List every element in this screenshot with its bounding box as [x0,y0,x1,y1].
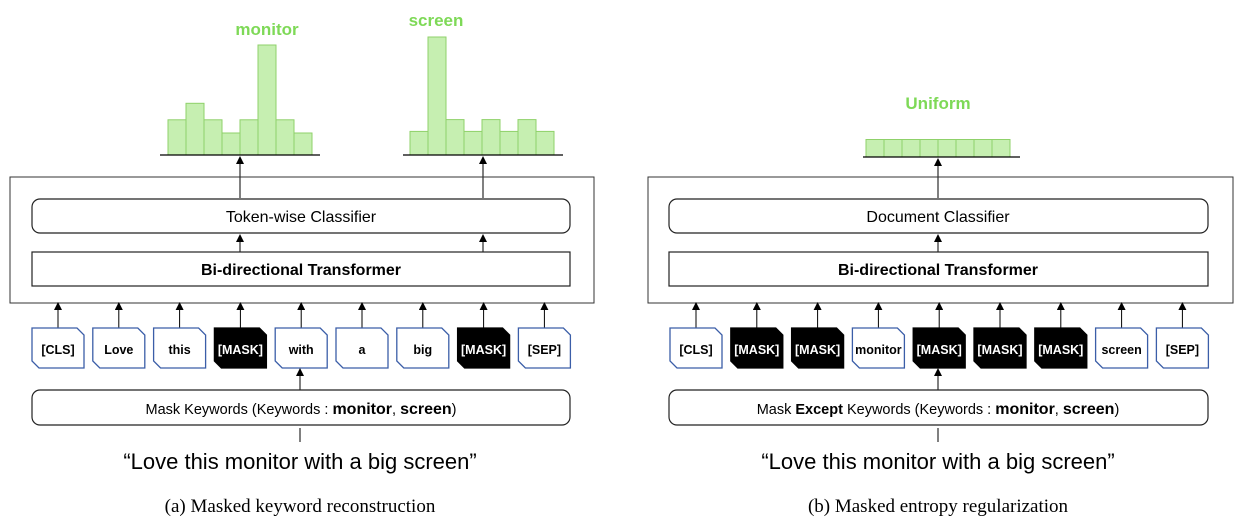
mask-except-box [668,389,1209,426]
histogram-uniform-bar-4 [919,139,939,158]
top-label-screen: screen [409,11,464,30]
histogram-monitor-bar-8 [293,132,313,156]
document-classifier-label: Document Classifier [866,209,1010,226]
b-token-box-5 [912,327,966,369]
a-token-label-4: [MASK] [218,343,263,357]
token-row-a: [CLS] Love this [MASK] with a big [MASK] [SEP] [31,302,572,369]
document-classifier-box [668,198,1209,234]
histogram-uniform-bar-6 [955,139,975,158]
caption-b: (b) Masked entropy regularization [808,496,1069,517]
b-token-label-5: [MASK] [917,343,962,357]
token-row-b: [CLS] [MASK] [MASK] monitor [MASK] [MASK] [MAS… [669,302,1210,369]
top-label-monitor: monitor [235,20,299,39]
b-token-box-6 [973,327,1027,369]
b-token-label-8: screen [1101,343,1141,357]
a-token-label-2: Love [104,343,133,357]
transformer-box-b [668,251,1209,287]
histogram-monitor-bar-3 [203,119,223,156]
histogram-screen-bar-1 [409,130,429,156]
histogram-monitor-bar-5 [239,119,259,156]
token-classifier-box [31,198,571,234]
b-token-box-7 [1034,327,1088,369]
b-token-label-9: [SEP] [1166,343,1199,357]
b-token-box-3 [790,327,845,369]
sentence-a: “Love this monitor with a big screen” [123,449,476,474]
b-token-label-6: [MASK] [977,343,1022,357]
b-token-label-2: [MASK] [734,343,779,357]
a-token-box-6 [335,327,389,369]
a-token-label-7: big [413,343,432,357]
a-token-label-3: this [168,343,190,357]
b-token-box-8 [1094,327,1149,369]
b-token-box-1 [669,327,723,369]
a-token-box-2 [92,327,146,369]
panel-a: monitor screen Token-wise Classifier Bi-… [9,11,595,517]
histogram-uniform-bar-8 [991,139,1011,158]
histogram-uniform-bar-1 [865,139,885,158]
a-token-label-8: [MASK] [461,343,506,357]
transformer-box [31,251,571,287]
token-classifier-label: Token-wise Classifier [226,209,377,226]
histogram-monitor [167,44,313,156]
transformer-label-b: Bi-directional Transformer [838,262,1038,279]
histogram-screen-bar-7 [517,119,537,156]
histogram-screen [409,36,555,156]
histogram-monitor-bar-1 [167,119,187,156]
caption-a: (a) Masked keyword reconstruction [165,496,436,517]
histogram-monitor-bar-6 [257,44,277,156]
histogram-uniform-bar-2 [883,139,903,158]
histogram-screen-bar-5 [481,119,501,156]
histogram-screen-bar-4 [463,130,483,156]
b-token-label-1: [CLS] [679,343,712,357]
b-token-box-9 [1155,327,1210,369]
b-token-label-4: monitor [855,343,902,357]
histogram-screen-bar-8 [535,130,555,156]
a-token-label-9: [SEP] [528,343,561,357]
histogram-screen-bar-3 [445,119,465,156]
panel-b: Uniform Document Classifier Bi-direction… [647,94,1234,517]
histogram-monitor-bar-4 [221,132,241,156]
b-token-box-4 [851,327,906,369]
a-token-box-4 [213,327,268,369]
b-token-box-2 [730,327,784,369]
histogram-uniform-bar-7 [973,139,993,158]
histogram-uniform-bar-5 [937,139,957,158]
a-token-label-6: a [359,343,367,357]
histogram-uniform-bar-3 [901,139,921,158]
sentence-b: “Love this monitor with a big screen” [761,449,1114,474]
histogram-uniform [865,139,1011,158]
histogram-monitor-bar-7 [275,119,295,156]
a-token-box-3 [152,327,207,369]
top-label-uniform: Uniform [905,94,970,113]
a-token-box-1 [31,327,85,369]
a-token-box-9 [517,327,572,369]
histogram-monitor-bar-2 [185,102,205,156]
a-token-box-5 [274,327,328,369]
b-token-label-7: [MASK] [1038,343,1083,357]
transformer-label: Bi-directional Transformer [201,262,401,279]
mask-keywords-box [31,389,571,426]
mask-except-label: Mask Except Keywords (Keywords : monitor… [757,401,1120,418]
a-token-label-1: [CLS] [41,343,74,357]
mask-keywords-label: Mask Keywords (Keywords : monitor, scree… [146,401,457,418]
a-token-label-5: with [288,343,314,357]
histogram-screen-bar-6 [499,130,519,156]
histogram-screen-bar-2 [427,36,447,156]
a-token-box-8 [456,327,511,369]
b-token-label-3: [MASK] [795,343,840,357]
a-token-box-7 [396,327,450,369]
